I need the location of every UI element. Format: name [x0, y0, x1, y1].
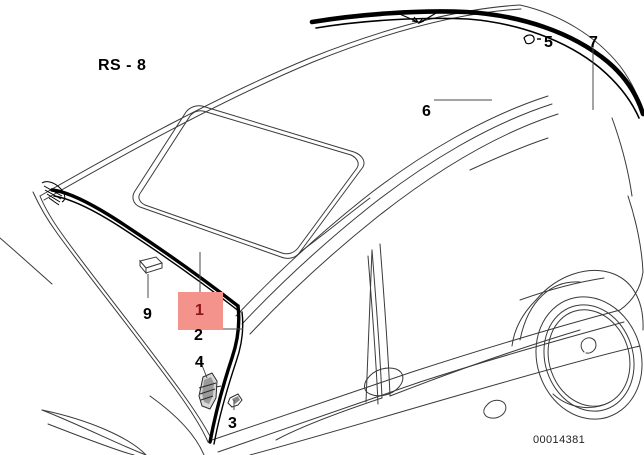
callout-9[interactable]: 9 — [143, 306, 152, 323]
a-pillar-moulding — [208, 304, 241, 444]
rear-wheel-outer — [535, 296, 643, 420]
callout-6[interactable]: 6 — [422, 103, 431, 120]
part-5-grommet — [523, 34, 535, 45]
callout-5[interactable]: 5 — [544, 34, 553, 51]
callout-3[interactable]: 3 — [228, 415, 237, 432]
moulding-end-cap — [41, 181, 66, 206]
part-3-clip — [227, 393, 243, 408]
rear-roof-moulding — [309, 9, 644, 117]
rear-wheel-tyre — [543, 304, 635, 412]
callout-7[interactable]: 7 — [589, 34, 598, 51]
fuel-cap — [483, 399, 507, 419]
gap-arrow-icon — [394, 11, 439, 25]
sunroof-panel — [132, 105, 365, 259]
diagram-id: 00014381 — [533, 434, 586, 446]
part-4-bracket — [198, 372, 222, 410]
car-body-outline — [0, 4, 644, 455]
door-handle — [364, 367, 404, 397]
roof-moulding-bold — [50, 9, 644, 445]
wheel-hub-mark — [580, 337, 597, 354]
part-9-cap — [139, 256, 163, 275]
leader-lines — [147, 38, 594, 410]
windshield-upper-moulding — [50, 188, 240, 308]
callout-1[interactable]: 1 — [195, 302, 204, 319]
callout-4[interactable]: 4 — [195, 354, 204, 371]
leader-4 — [199, 359, 208, 379]
highlight-box-part-1[interactable] — [178, 292, 223, 330]
rear-wheel-rim — [547, 309, 631, 407]
sheet-label: RS - 8 — [98, 57, 147, 74]
callout-2[interactable]: 2 — [194, 327, 203, 344]
